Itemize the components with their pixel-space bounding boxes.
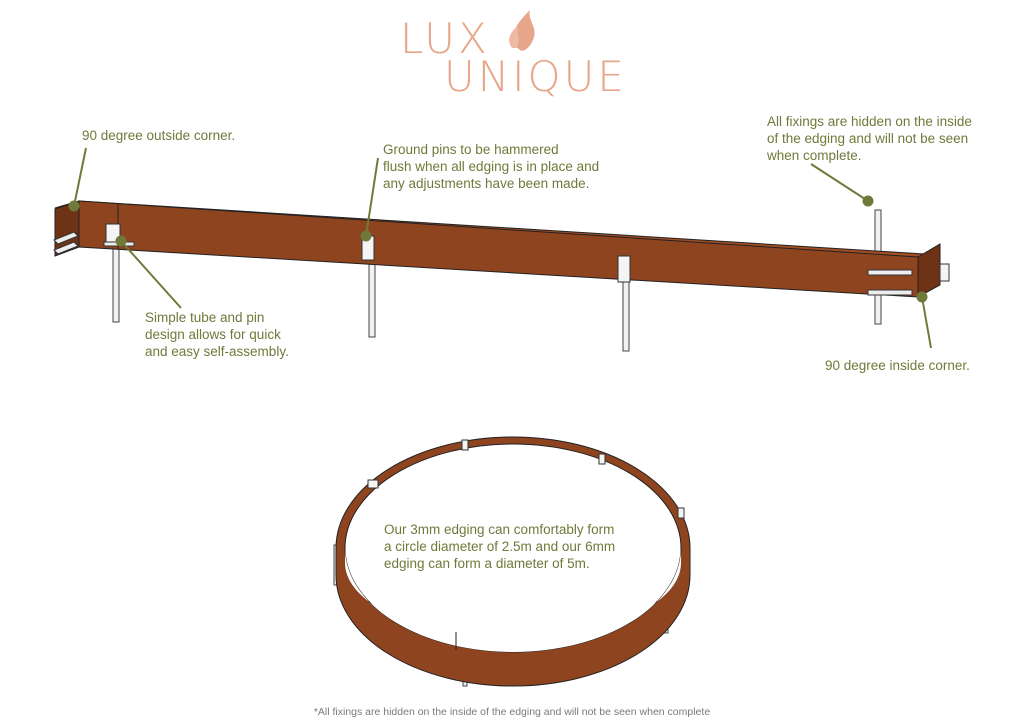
logo-line-unique: UNIQUE [444,52,627,101]
circle-tubes [367,439,685,519]
callout-leaders [68,147,932,349]
tubes [105,223,950,283]
corner-brackets [53,231,913,296]
inside-corner-end [917,243,941,298]
callout-inside-corner: 90 degree inside corner. [825,358,970,373]
callout-hidden-fixings: All fixings are hidden on the inside of … [767,114,972,163]
logo-line-lux: LUX [400,14,490,63]
callout-tube-and-pin: Simple tube and pin design allows for qu… [145,310,289,359]
callout-ground-pins: Ground pins to be hammered flush when al… [383,142,600,191]
callout-circle-note: Our 3mm edging can comfortably form a ci… [384,522,616,571]
circular-edging-ring [335,436,691,687]
footnote: *All fixings are hidden on the inside of… [313,706,711,718]
callout-outside-corner: 90 degree outside corner. [82,128,236,143]
